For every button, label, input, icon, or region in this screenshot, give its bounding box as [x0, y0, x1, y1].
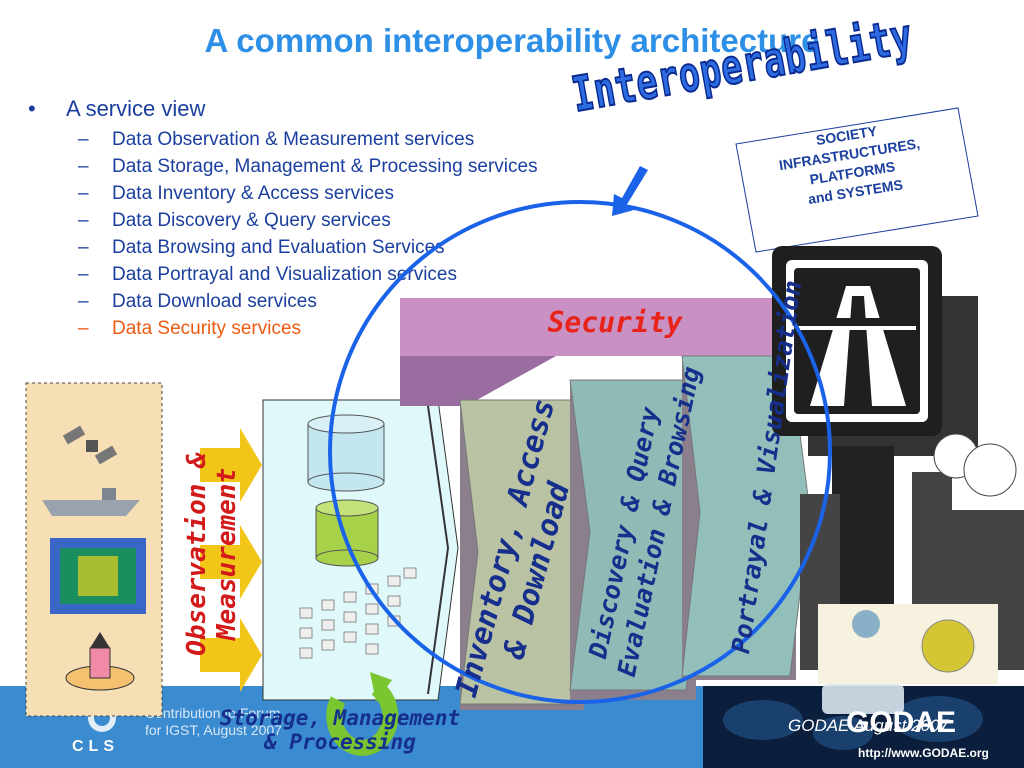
ocean-model-cube-icon: [50, 538, 146, 614]
highway-sign-icon: [772, 246, 978, 676]
list-item: –Data Download services: [78, 291, 317, 312]
interoperability-circle: [328, 200, 832, 704]
contribution-note: Contribution to Forum for IGST, August 2…: [145, 705, 282, 738]
service-list: •A service view –Data Observation & Meas…: [28, 96, 648, 342]
geo-logo-icon: [822, 684, 904, 714]
database-icon: [307, 414, 385, 567]
list-item: –Data Discovery & Query services: [78, 210, 391, 231]
observation-label: Observation & Measurement: [182, 452, 242, 656]
slide-title: A common interoperability architecture: [204, 22, 820, 59]
flowchart-icon: [299, 567, 417, 659]
godae-date: GODAE August 2007: [788, 716, 949, 735]
list-item: –Data Portrayal and Visualization servic…: [78, 264, 457, 285]
observation-arrows: [200, 428, 262, 692]
security-slab: [400, 298, 786, 356]
footer-world-map: [703, 686, 1024, 768]
ship-icon: [42, 488, 140, 516]
godae-url-link[interactable]: http://www.GODAE.org: [858, 746, 989, 760]
inspire-logo-icon: [818, 604, 998, 684]
list-item: –Data Storage, Management & Processing s…: [78, 156, 538, 177]
security-label: Security: [547, 306, 683, 339]
satellite-icon: [62, 425, 118, 465]
society-box: [735, 107, 979, 253]
list-item: –Data Browsing and Evaluation Services: [78, 237, 445, 258]
recycle-arrow-icon: [326, 672, 399, 756]
godae-logo: GODAE: [846, 706, 957, 739]
list-item: –Data Security services: [78, 318, 302, 339]
buoy-icon: [65, 632, 135, 691]
storage-label: Storage, Management & Processing: [219, 706, 461, 754]
list-item: –Data Observation & Measurement services: [78, 129, 475, 150]
bullet-service-view: •A service view: [28, 96, 206, 121]
cls-label: CLS: [72, 738, 119, 755]
list-item: –Data Inventory & Access services: [78, 183, 394, 204]
